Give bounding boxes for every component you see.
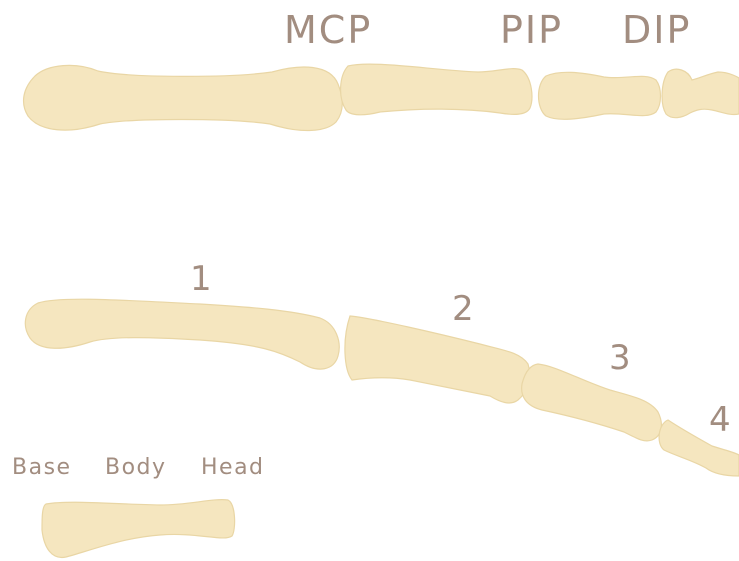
- middle-phalanx-curved: [522, 364, 662, 441]
- dip-joint-label: DIP: [622, 11, 691, 49]
- segment-2-label: 2: [452, 292, 474, 326]
- distal-phalanx-straight: [662, 69, 739, 118]
- curved-finger: [25, 299, 739, 476]
- segment-4-label: 4: [709, 403, 731, 437]
- segment-3-label: 3: [609, 341, 631, 375]
- example-phalanx-bone: [42, 500, 235, 558]
- middle-phalanx-straight: [539, 72, 661, 119]
- metacarpal-bone-curved: [25, 299, 339, 369]
- body-label: Body: [105, 457, 167, 479]
- mcp-joint-label: MCP: [284, 11, 372, 49]
- base-label: Base: [12, 457, 72, 479]
- pip-joint-label: PIP: [500, 11, 563, 49]
- proximal-phalanx-straight: [341, 64, 532, 115]
- straight-finger: [24, 64, 739, 130]
- head-label: Head: [201, 457, 265, 479]
- proximal-phalanx-curved: [345, 316, 530, 403]
- metacarpal-bone-straight: [24, 65, 343, 130]
- segment-1-label: 1: [190, 262, 212, 296]
